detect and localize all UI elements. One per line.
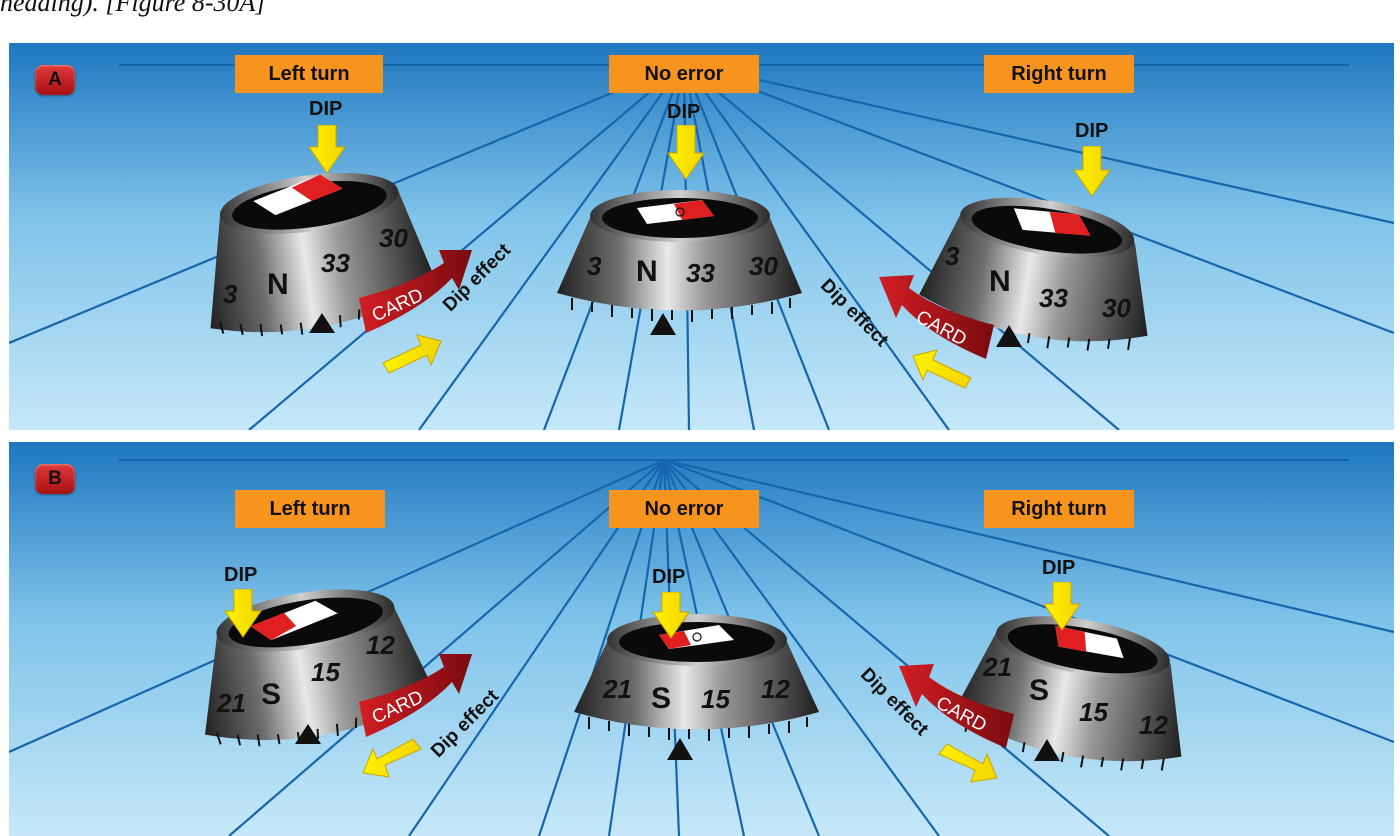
panel-badge: B xyxy=(35,464,75,494)
compass-tick-label: 3 xyxy=(587,251,602,281)
compass-tick-label: 15 xyxy=(701,684,730,714)
dip-effect-arrow-icon xyxy=(938,743,998,783)
dip-arrow-icon xyxy=(1073,146,1111,197)
compass-tick-label: 15 xyxy=(1079,697,1108,727)
compass-tick-label: 21 xyxy=(983,652,1012,682)
compass-tick-label: 15 xyxy=(311,657,340,687)
compass-tick-label: 3 xyxy=(223,279,238,309)
right-turn-label: Right turn xyxy=(984,490,1134,528)
dip-label: DIP xyxy=(1042,557,1076,579)
compass-cardinal-label: S xyxy=(261,678,282,711)
compass-tick-label: 21 xyxy=(217,688,246,718)
dip-arrow-icon xyxy=(652,592,690,639)
left-turn-label: Left turn xyxy=(235,490,385,528)
dip-arrow-icon xyxy=(667,125,705,180)
dip-arrow-icon xyxy=(1043,582,1081,631)
compass-cardinal-label: N xyxy=(636,255,658,288)
dip-effect-arrow-icon xyxy=(382,334,442,374)
card-arrow-icon xyxy=(879,275,994,359)
dip-effect-arrow-icon xyxy=(362,738,422,778)
compass-tick-label: 33 xyxy=(321,248,350,278)
no-error-label: No error xyxy=(609,490,759,528)
panel-badge: A xyxy=(35,65,75,95)
dip-label: DIP xyxy=(1075,120,1109,142)
compass-cardinal-label: N xyxy=(989,265,1011,298)
card-arrow-icon xyxy=(899,664,1014,748)
compass-right-turn xyxy=(935,582,1212,803)
left-turn-label: Left turn xyxy=(235,55,383,93)
panel-b: B Left turn No error Right turn 21 S 15 … xyxy=(9,442,1394,836)
lubber-line-marker xyxy=(1034,739,1060,761)
card-arrow-icon xyxy=(359,250,472,333)
dip-label: DIP xyxy=(667,101,701,123)
right-turn-label: Right turn xyxy=(984,55,1134,93)
no-error-label: No error xyxy=(609,55,759,93)
compass-tick-label: 12 xyxy=(1139,710,1168,740)
compass-no-error xyxy=(569,607,824,757)
compass-cardinal-label: N xyxy=(267,268,289,301)
compass-tick-label: 33 xyxy=(686,258,715,288)
card-arrow-icon xyxy=(359,654,472,737)
compass-tick-label: 33 xyxy=(1039,283,1068,313)
compass-cardinal-label: S xyxy=(651,682,672,715)
compass-right-turn xyxy=(901,165,1176,382)
compass-tick-label: 3 xyxy=(945,241,960,271)
panel-a: A Left turn No error Right turn 3 N 33 3… xyxy=(9,43,1394,430)
compass-cardinal-label: S xyxy=(1029,674,1050,707)
dip-effect-arrow-icon xyxy=(912,349,972,389)
compass-tick-label: 12 xyxy=(761,674,790,704)
lubber-line-marker xyxy=(295,724,321,744)
dip-label: DIP xyxy=(224,564,258,586)
lubber-line-marker xyxy=(309,313,335,333)
compass-tick-label: 12 xyxy=(366,630,395,660)
lubber-line-marker xyxy=(996,325,1022,347)
compass-tick-label: 30 xyxy=(749,251,778,281)
compass-tick-label: 21 xyxy=(603,674,632,704)
compass-tick-label: 30 xyxy=(1102,293,1131,323)
compass-left-turn xyxy=(174,554,449,771)
compass-no-error xyxy=(552,178,807,338)
dip-label: DIP xyxy=(652,566,686,588)
dip-arrow-icon xyxy=(224,589,262,638)
caption-fragment: heading). [Figure 8-30A] xyxy=(0,0,266,17)
lubber-line-marker xyxy=(667,738,693,760)
dip-arrow-icon xyxy=(308,125,346,174)
dip-label: DIP xyxy=(309,98,343,120)
lubber-line-marker xyxy=(650,313,676,335)
compass-tick-label: 30 xyxy=(379,223,408,253)
